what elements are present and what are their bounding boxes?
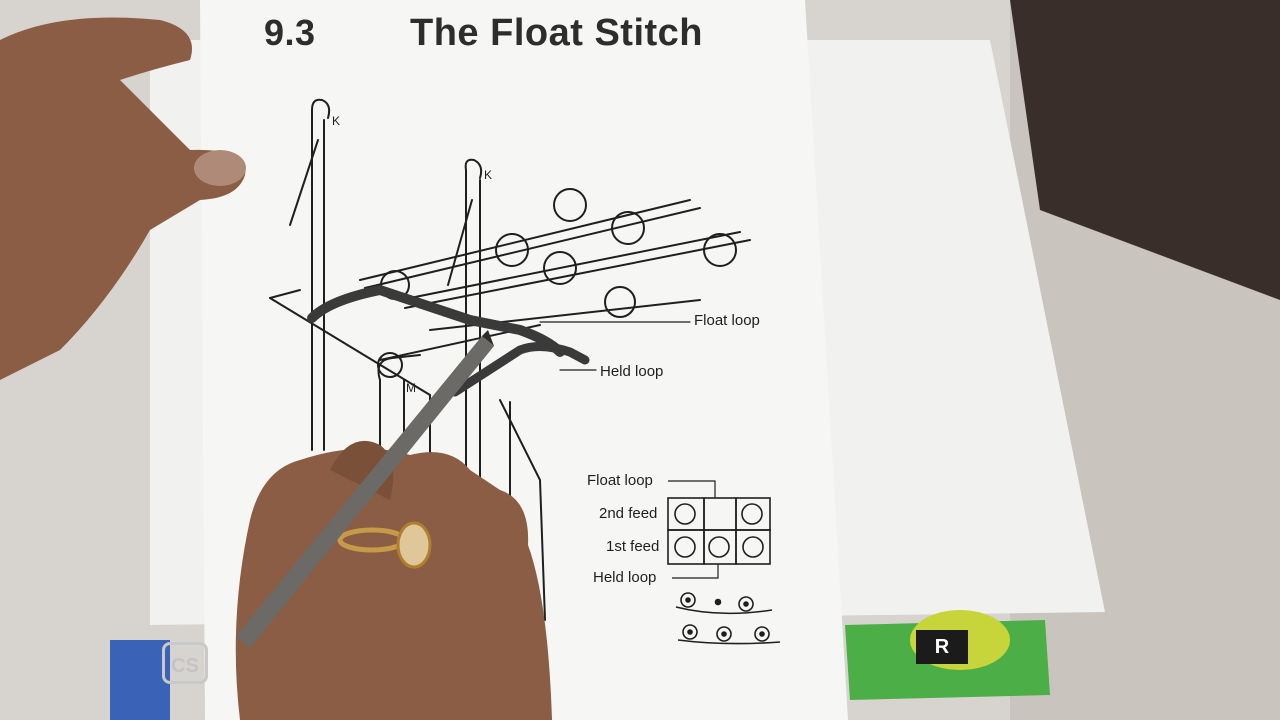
camscanner-watermark: CS <box>162 642 208 684</box>
notation-second-feed-label: 2nd feed <box>599 505 658 522</box>
notation-float-loop-label: Float loop <box>587 472 653 489</box>
needle-label-left: K <box>332 114 341 128</box>
held-loop-yarn <box>450 342 590 397</box>
right-hand <box>235 448 552 720</box>
right-needle <box>447 158 483 481</box>
ring-stone <box>396 521 432 569</box>
pen-tip <box>482 330 494 346</box>
book-cover-letter: R <box>916 630 968 664</box>
left-needle <box>289 98 331 451</box>
section-number: 9.3 <box>264 12 316 53</box>
colorful-object <box>110 640 170 720</box>
held-loop-label: Held loop <box>600 363 664 380</box>
sinker-label: M <box>406 381 416 395</box>
notation-held-loop-label: Held loop <box>593 569 657 586</box>
needle-label-right: K <box>484 168 493 182</box>
float-loop-label: Float loop <box>694 312 760 329</box>
dark-furniture <box>1010 0 1280 300</box>
left-hand <box>0 17 246 380</box>
notation-first-feed-label: 1st feed <box>606 538 660 555</box>
stitch-loops <box>377 188 737 378</box>
page-title: The Float Stitch <box>410 12 703 54</box>
notation-grid <box>667 480 771 579</box>
pen <box>236 336 494 648</box>
loop-path-notation <box>675 592 781 645</box>
